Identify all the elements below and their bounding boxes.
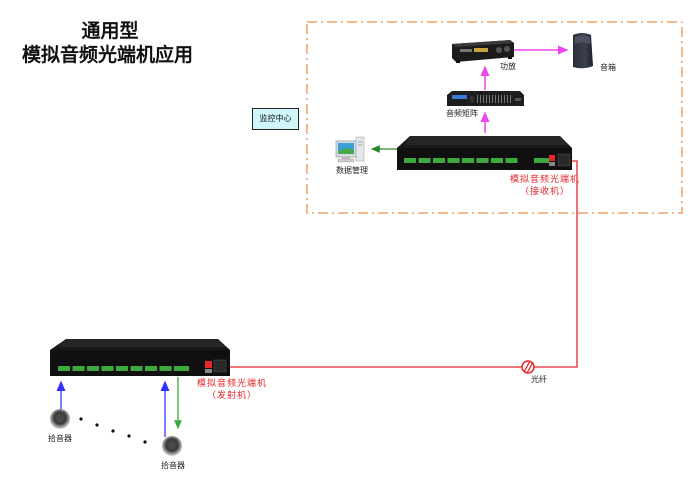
transmitter-label-line1: 模拟音频光端机	[196, 379, 267, 389]
monitor-center-label: 监控中心	[252, 108, 299, 130]
diagram-title-line1: 通用型	[81, 20, 139, 42]
audio-terminal-port	[159, 366, 172, 371]
speaker-label: 音箱	[600, 63, 616, 72]
transmitter-label-line2: （发射机）	[206, 391, 257, 401]
amplifier-label: 功放	[500, 62, 516, 71]
pickup-2-label: 拾音器	[161, 461, 185, 470]
data-management-label: 数据管理	[336, 166, 368, 175]
more-microphones-ellipsis	[79, 417, 147, 444]
microphone-icon-2	[162, 436, 182, 456]
audio-terminal-port	[130, 366, 143, 371]
computer-icon	[335, 136, 365, 163]
audio-terminal-port	[491, 158, 503, 163]
audio-terminal-port	[404, 158, 416, 163]
audio-terminal-port	[462, 158, 474, 163]
audio-matrix-label: 音频矩阵	[446, 109, 478, 118]
audio-terminal-port	[72, 366, 85, 371]
audio-terminal-port	[145, 366, 157, 371]
audio-terminal-port	[505, 158, 518, 163]
microphone-icon-1	[50, 409, 70, 429]
pickup-1-label: 拾音器	[48, 434, 72, 443]
audio-terminal-port	[476, 158, 489, 163]
receiver-label-line1: 模拟音频光端机	[509, 175, 580, 185]
fiber-icon	[521, 360, 535, 374]
transmitter-rack-device-icon	[50, 339, 230, 376]
transmitter-label: 模拟音频光端机 （发射机）	[192, 378, 272, 402]
diagram-title-line2: 模拟音频光端机应用	[21, 44, 193, 66]
amplifier-icon	[452, 40, 514, 63]
receiver-rack-device-icon	[397, 136, 572, 170]
audio-terminal-port	[58, 366, 70, 371]
receiver-label-line2: （接收机）	[519, 187, 570, 197]
audio-matrix-icon	[447, 91, 524, 106]
monitor-center-boundary	[306, 21, 683, 214]
audio-terminal-port	[116, 366, 128, 371]
audio-terminal-port	[87, 366, 99, 371]
audio-terminal-port	[418, 158, 431, 163]
audio-terminal-port	[433, 158, 445, 163]
audio-terminal-port	[447, 158, 460, 163]
receiver-label: 模拟音频光端机 （接收机）	[505, 174, 585, 198]
audio-terminal-port	[101, 366, 114, 371]
fiber-label: 光纤	[531, 375, 547, 384]
speaker-icon	[573, 33, 593, 69]
